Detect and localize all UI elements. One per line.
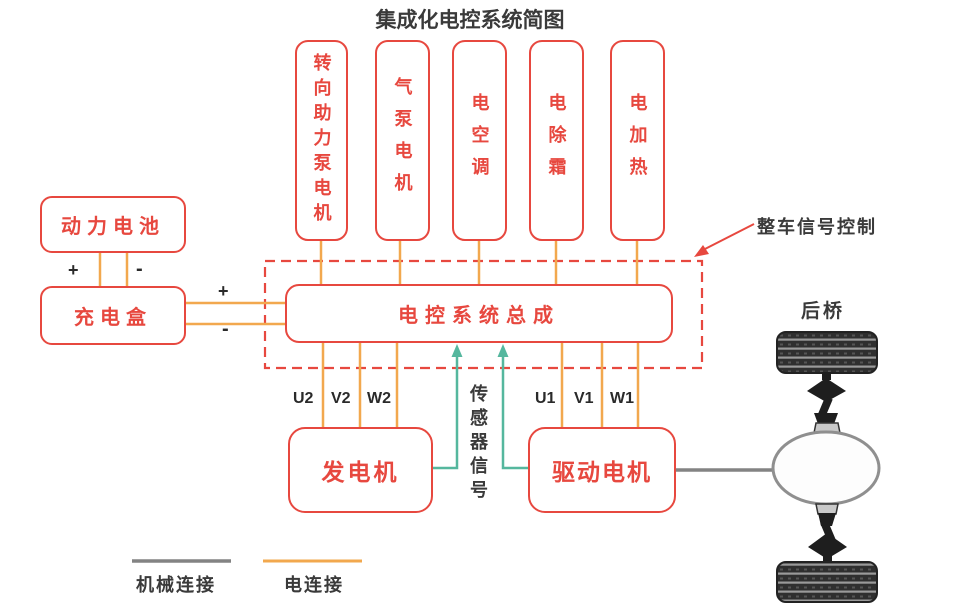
battery-box: 动力电池	[40, 196, 186, 253]
sensor-signal-arrows	[433, 344, 528, 470]
device-box-label: 转向助力泵电机	[311, 53, 332, 228]
wheel-top	[776, 331, 878, 374]
u-joint-top	[807, 372, 846, 434]
terminal-label-w2: W2	[367, 390, 391, 407]
terminal-label-u2: U2	[293, 390, 314, 407]
diagram-title: 集成化电控系统简图	[375, 9, 565, 32]
signal-control-label: 整车信号控制	[757, 217, 877, 237]
wheel-bottom	[776, 561, 878, 603]
u-joint-top-bulb	[807, 378, 846, 402]
sensor-signal-label: 传感器信号	[468, 384, 488, 504]
device-box-label: 电加热	[627, 92, 648, 189]
electric-lines-battery	[98, 253, 129, 286]
sensor-arrowhead-right	[497, 344, 509, 357]
u-joint-bottom-bulb	[808, 533, 847, 559]
device-box-heater: 电加热	[610, 40, 665, 241]
rear-axle-label: 后桥	[801, 301, 846, 322]
signal-control-arrow	[694, 223, 755, 257]
u-joint-top-cup	[814, 413, 838, 424]
sensor-line-generator	[433, 352, 459, 470]
terminal-label-u1: U1	[535, 390, 556, 407]
legend-mechanical-label: 机械连接	[136, 575, 216, 595]
u-joint-bottom	[808, 503, 847, 564]
annotation-arrow-shaft	[702, 223, 755, 251]
terminal-label-v2: V2	[331, 390, 351, 407]
battery-plus-label: +	[68, 260, 79, 280]
generator-box: 发电机	[288, 427, 433, 513]
battery-minus-label: -	[136, 258, 143, 280]
terminal-label-w1: W1	[610, 390, 634, 407]
electric-lines-generator	[321, 343, 399, 428]
terminal-label-v1: V1	[574, 390, 594, 407]
device-box-defroster: 电除霜	[529, 40, 584, 241]
device-box-label: 电除霜	[546, 92, 567, 189]
sensor-arrowhead-left	[451, 344, 463, 357]
sensor-line-drive-motor	[501, 352, 528, 470]
differential	[771, 430, 881, 506]
controller-box: 电控系统总成	[285, 284, 673, 343]
charge-plus-label: +	[218, 281, 229, 301]
device-box-steering-pump-motor: 转向助力泵电机	[295, 40, 348, 241]
annotation-arrowhead	[694, 245, 709, 257]
charge-box: 充电盒	[40, 286, 186, 345]
u-joint-bottom-collar	[815, 503, 839, 515]
charge-minus-label: -	[222, 318, 229, 340]
device-box-air-conditioner: 电空调	[452, 40, 507, 241]
device-box-label: 气泵电机	[392, 76, 413, 205]
rear-axle-assembly	[771, 331, 881, 603]
device-box-label: 电空调	[469, 92, 490, 189]
u-joint-bottom-stem	[823, 556, 832, 564]
u-joint-top-stem	[822, 372, 831, 380]
legend-electrical-label: 电连接	[284, 575, 344, 595]
electric-lines-charge	[185, 301, 287, 326]
drive-motor-box: 驱动电机	[528, 427, 676, 513]
device-box-air-pump-motor: 气泵电机	[375, 40, 430, 241]
electric-lines-drive-motor	[560, 343, 640, 428]
electric-lines-top	[319, 240, 639, 285]
